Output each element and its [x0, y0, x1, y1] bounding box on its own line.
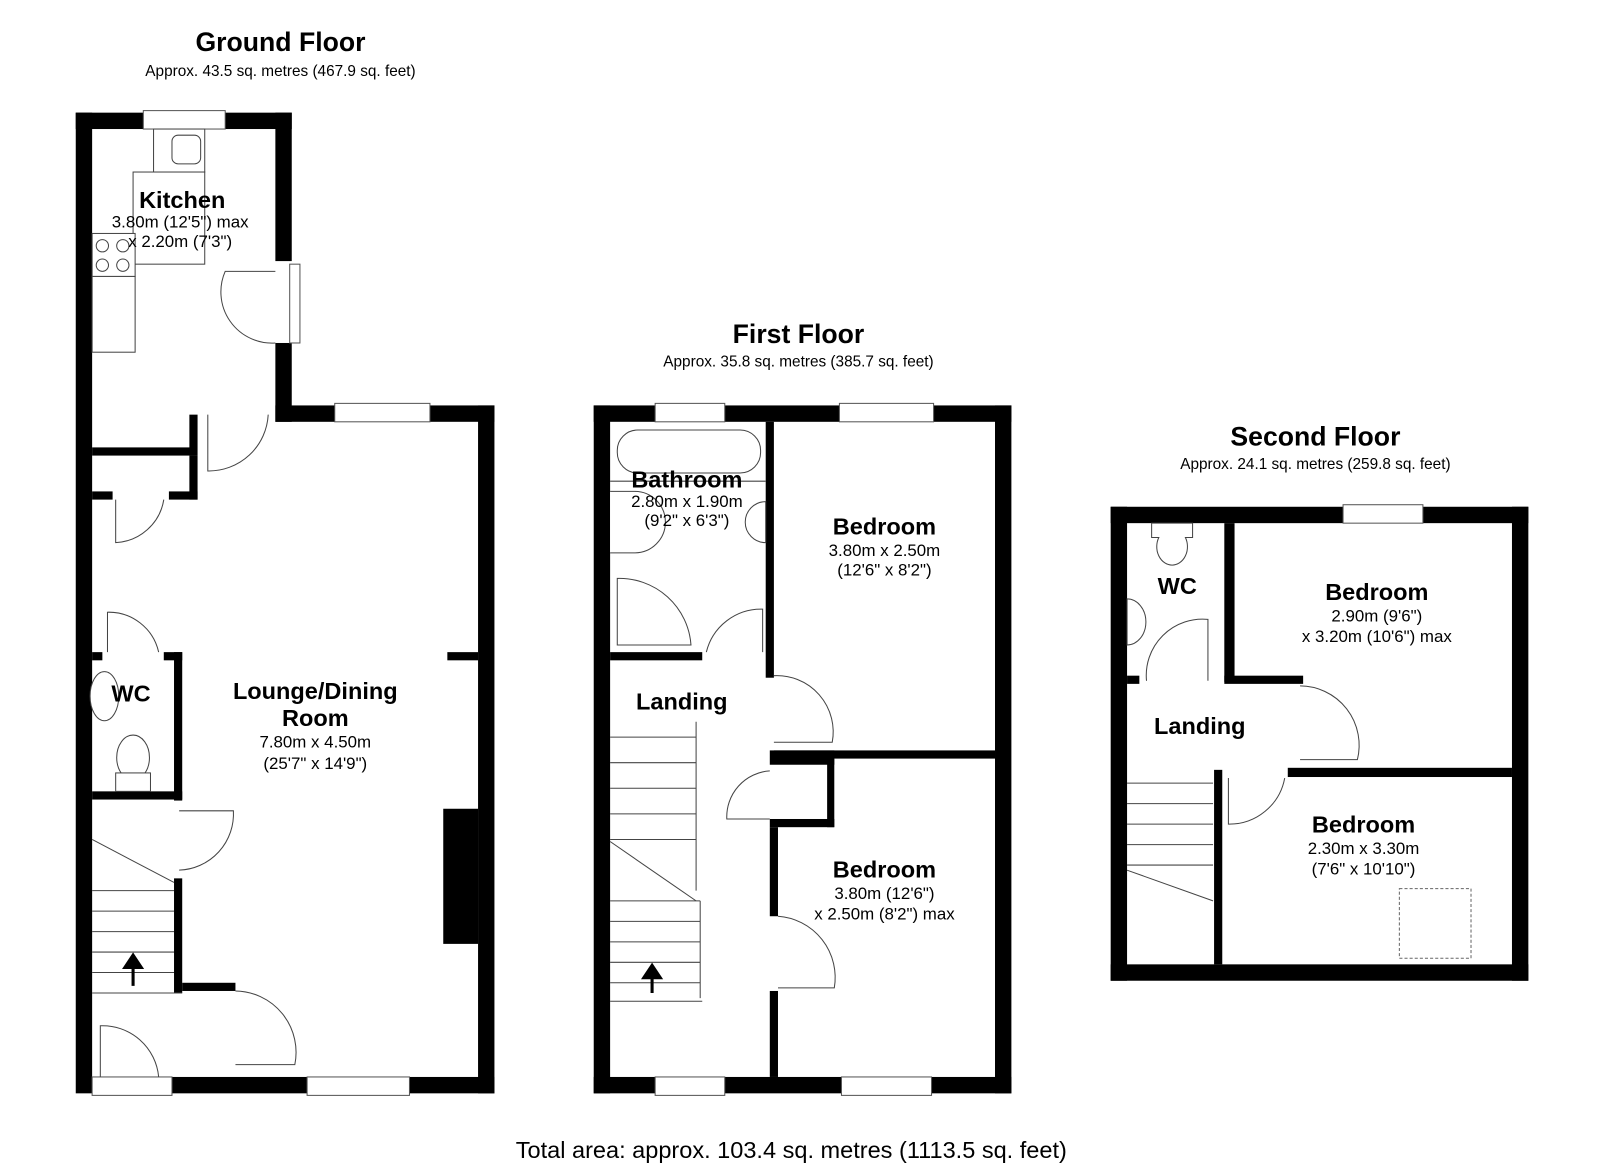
bedroom-label: Bedroom — [1325, 579, 1428, 605]
door-swing — [705, 608, 764, 653]
door-swing — [777, 915, 836, 989]
ground-floor: Ground Floor Approx. 43.5 sq. metres (46… — [75, 27, 495, 1096]
stairs — [1126, 782, 1214, 902]
door-swing — [179, 810, 234, 871]
stairs — [91, 839, 183, 994]
first-floor-title: First Floor — [733, 319, 865, 349]
basin-icon — [744, 501, 767, 544]
stairs-up-arrow-icon — [641, 962, 664, 994]
first-floor: First Floor Approx. 35.8 sq. metres (385… — [593, 319, 1012, 1096]
bathroom-label: Bathroom — [631, 466, 742, 492]
first-floor-area: Approx. 35.8 sq. metres (385.7 sq. feet) — [663, 354, 933, 371]
bedroom-dim-2: (7'6" x 10'10") — [1312, 859, 1416, 878]
lounge-dim-1: 7.80m x 4.50m — [259, 732, 371, 751]
window — [654, 1076, 726, 1096]
door-swing — [207, 414, 269, 472]
basin-icon — [89, 671, 120, 722]
door-frame — [289, 263, 301, 344]
bedroom-label: Bedroom — [833, 856, 936, 882]
second-walls — [1110, 506, 1529, 981]
door-swing — [115, 499, 165, 544]
door-swing — [1227, 777, 1286, 825]
kitchen-dim-1: 3.80m (12'5") max — [112, 212, 249, 231]
bedroom-label: Bedroom — [833, 513, 936, 539]
bathroom-dim-2: (9'2" x 6'3") — [644, 511, 729, 530]
door-swing — [726, 770, 770, 820]
window — [334, 402, 431, 423]
bedroom-dim-1: 3.80m (12'6") — [834, 884, 934, 903]
door-swing — [220, 270, 276, 344]
door-swing — [99, 1025, 160, 1078]
bedroom-dim-2: x 2.50m (8'2") max — [814, 904, 955, 923]
second-floor: Second Floor Approx. 24.1 sq. metres (25… — [1110, 421, 1529, 981]
bedroom-label: Bedroom — [1312, 811, 1415, 837]
landing-label: Landing — [1154, 713, 1245, 739]
window — [306, 1076, 410, 1096]
worktop — [132, 171, 206, 265]
stairs-up-arrow-icon — [122, 952, 145, 986]
bedroom-dim-1: 2.30m x 3.30m — [1308, 839, 1420, 858]
bathroom-dim-1: 2.80m x 1.90m — [631, 492, 743, 511]
toilet-icon — [1151, 522, 1194, 566]
door-frame — [91, 1076, 173, 1096]
landing-label: Landing — [636, 688, 727, 714]
door-swing — [235, 990, 297, 1066]
bedroom-dim-1: 3.80m x 2.50m — [829, 541, 941, 560]
window — [1342, 504, 1424, 524]
bedroom-dim-1: 2.90m (9'6") — [1331, 606, 1422, 625]
total-area: Total area: approx. 103.4 sq. metres (11… — [516, 1137, 1067, 1163]
bedroom-dim-2: (12'6" x 8'2") — [837, 560, 931, 579]
lounge-label-2: Room — [282, 705, 349, 731]
door-swing — [773, 675, 834, 743]
door-swing — [1145, 618, 1209, 681]
wc-label: WC — [111, 680, 150, 706]
lounge-label-1: Lounge/Dining — [233, 678, 398, 704]
toilet-icon — [610, 490, 666, 554]
window — [654, 402, 726, 423]
shower-icon — [616, 577, 692, 646]
bedroom-dim-2: x 3.20m (10'6") max — [1302, 627, 1452, 646]
kitchen-dim-2: x 2.20m (7'3") — [128, 232, 232, 251]
door-swing — [106, 611, 160, 653]
door-swing — [1300, 685, 1360, 761]
bath-icon — [616, 429, 762, 474]
window — [838, 402, 935, 423]
lounge-dim-2: (25'7" x 14'9") — [263, 754, 367, 773]
second-floor-title: Second Floor — [1230, 421, 1400, 451]
second-floor-area: Approx. 24.1 sq. metres (259.8 sq. feet) — [1180, 456, 1450, 473]
kitchen-label: Kitchen — [139, 187, 225, 213]
wc-label: WC — [1158, 573, 1197, 599]
ground-floor-title: Ground Floor — [195, 27, 365, 57]
ground-floor-area: Approx. 43.5 sq. metres (467.9 sq. feet) — [145, 63, 415, 80]
loft-hatch — [1398, 888, 1472, 959]
stairs — [609, 721, 703, 1002]
window — [840, 1076, 933, 1096]
basin-icon — [1126, 598, 1147, 646]
window — [142, 110, 226, 130]
